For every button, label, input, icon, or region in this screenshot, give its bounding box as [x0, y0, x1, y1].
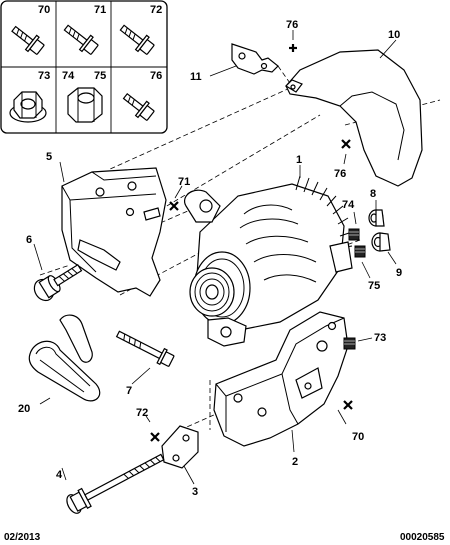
callout-11: 11	[190, 71, 202, 83]
callout-3: 3	[192, 486, 198, 498]
part-7-long-bolt	[115, 330, 175, 367]
legend-label-74: 74	[62, 70, 75, 82]
flange-screw-72-icon	[119, 24, 155, 55]
hardware-legend: 70 71 72 7	[0, 0, 168, 134]
flange-nut-73-icon	[9, 91, 47, 123]
flange-screw-76-icon	[122, 92, 155, 121]
callout-9: 9	[396, 267, 402, 279]
nut-marker-75	[354, 245, 366, 258]
callout-70: 70	[352, 431, 364, 443]
legend-label-76: 76	[150, 70, 162, 82]
callout-76-mid: 76	[334, 168, 346, 180]
callout-71: 71	[178, 176, 190, 188]
part-8-bushing	[368, 209, 385, 227]
screw-marker-76-top	[289, 44, 297, 52]
flange-screw-70-icon	[11, 25, 45, 55]
part-10-heat-shield	[285, 49, 423, 187]
callout-2: 2	[292, 456, 298, 468]
screw-marker-76-mid	[341, 139, 351, 149]
callout-8: 8	[370, 188, 376, 200]
part-4-long-bolt	[66, 453, 165, 514]
legend-label-70: 70	[38, 4, 50, 16]
flange-screw-71-icon	[63, 24, 99, 55]
part-9-bushing	[371, 232, 391, 252]
callout-20: 20	[18, 403, 30, 415]
callout-76-top: 76	[286, 19, 298, 31]
legend-label-72: 72	[150, 4, 162, 16]
part-3-spacer-plate	[161, 425, 199, 469]
nut-marker-74	[348, 228, 360, 241]
hex-nut-74-75-icon	[67, 87, 103, 123]
legend-label-73: 73	[38, 70, 50, 82]
callout-6: 6	[26, 234, 32, 246]
callout-1: 1	[296, 154, 302, 166]
callout-4: 4	[56, 469, 63, 481]
part-6-bolt	[33, 263, 83, 302]
callout-7: 7	[126, 385, 132, 397]
legend-label-75: 75	[94, 70, 106, 82]
part-20-ribbed-belt	[28, 314, 101, 402]
legend-label-71: 71	[94, 4, 106, 16]
callout-10: 10	[388, 29, 400, 41]
callout-labels: 1 2 3 4 5 6 7 8 9 10 11 20 70 71 72 73 7…	[18, 19, 402, 498]
footer-reference: 00020585	[400, 532, 445, 543]
part-2-lower-bracket	[213, 311, 349, 447]
leader-lines	[33, 30, 397, 485]
screw-marker-72	[150, 432, 160, 442]
callout-74: 74	[342, 199, 355, 211]
callout-72: 72	[136, 407, 148, 419]
nut-marker-73	[343, 337, 356, 350]
callout-5: 5	[46, 151, 52, 163]
part-5-mounting-bracket	[61, 167, 167, 297]
screw-marker-70	[343, 400, 353, 410]
callout-73: 73	[374, 332, 386, 344]
callout-75: 75	[368, 280, 380, 292]
footer-date: 02/2013	[4, 532, 41, 543]
part-1-alternator	[184, 175, 353, 347]
screw-marker-71	[169, 201, 179, 211]
part-11-bracket	[231, 43, 293, 87]
